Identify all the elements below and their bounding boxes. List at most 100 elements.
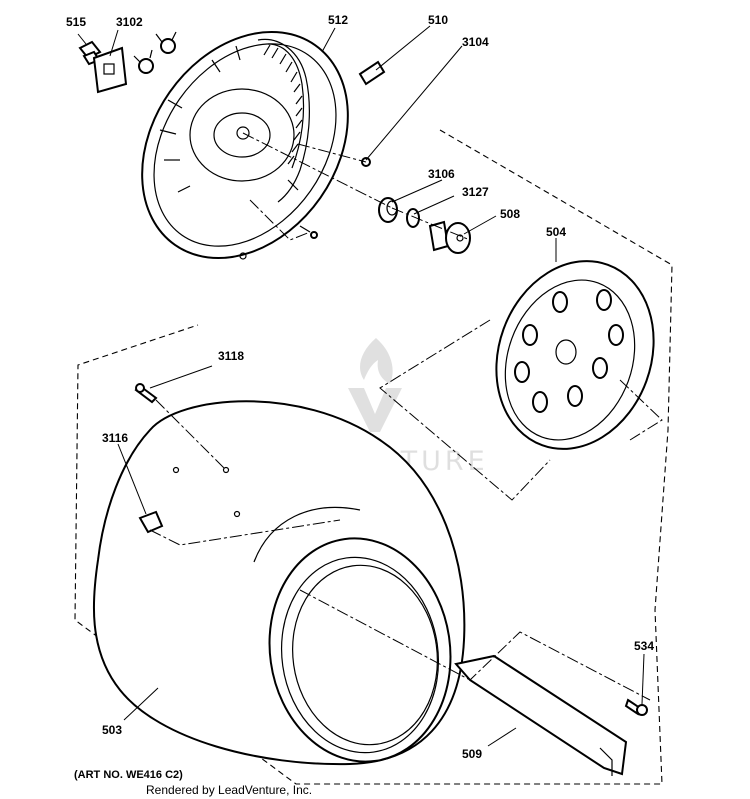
bulkhead-hub-ring <box>213 112 271 158</box>
drum-front-rim <box>268 537 452 763</box>
screw-3118-axis <box>155 399 227 471</box>
heater-coil-windings <box>263 44 303 165</box>
bearing-3106 <box>378 197 398 223</box>
art-number: (ART NO. WE416 C2) <box>74 769 183 781</box>
bulkhead-tab <box>235 45 241 61</box>
callout-3118: 3118 <box>218 349 244 363</box>
panel-hole <box>514 361 530 383</box>
leader-3118 <box>149 365 213 389</box>
panel-hole <box>592 357 608 379</box>
panel-hole <box>552 291 568 313</box>
leader-510 <box>375 25 431 71</box>
bracket-3116 <box>138 510 164 534</box>
panel-hole <box>522 324 538 346</box>
leader-3102 <box>109 29 119 57</box>
bulkhead-hub <box>236 126 250 140</box>
shaft-flange <box>445 222 471 254</box>
panel-inner <box>504 279 636 441</box>
baffle-end <box>599 747 613 776</box>
thermostat-upper-terminals <box>155 31 177 43</box>
bulkhead-inner-rim <box>153 43 337 247</box>
leader-503 <box>123 687 159 721</box>
screw-534 <box>624 698 648 716</box>
shaft-axis <box>242 132 393 209</box>
leader-534 <box>641 653 645 705</box>
drum-edge-line <box>253 506 361 563</box>
leader-508 <box>463 215 497 235</box>
shaft-axis-extension <box>391 207 471 241</box>
screw-3104-axis <box>297 143 367 163</box>
drum-hole <box>222 466 230 474</box>
bracket-window <box>103 63 115 75</box>
drum-rear-panel-504 <box>495 260 655 450</box>
callout-504: 504 <box>546 225 566 239</box>
screw-3118-head <box>135 383 145 393</box>
thermostat-515 <box>78 40 102 66</box>
baffle-align-line <box>299 589 651 701</box>
rendered-by: Rendered by LeadVenture, Inc. <box>146 783 312 797</box>
thermostat-pair <box>133 31 177 74</box>
callout-534: 534 <box>634 639 654 653</box>
screw-lower-head <box>310 231 318 239</box>
bulkhead-face-ring <box>189 88 295 182</box>
watermark-v-icon <box>348 388 402 432</box>
leader-3116 <box>117 443 147 515</box>
panel-align-line-right <box>619 379 663 441</box>
panel-hub <box>555 339 577 365</box>
screw-3104 <box>299 157 371 239</box>
callout-512: 512 <box>328 13 348 27</box>
callout-503: 503 <box>102 723 122 737</box>
heater-coil-inner <box>267 43 305 169</box>
callout-508: 508 <box>500 207 520 221</box>
screw-534-head <box>636 704 648 716</box>
rear-bulkhead-512 <box>141 30 349 260</box>
screw-3118 <box>134 383 158 404</box>
bulkhead-tab <box>211 59 221 73</box>
leader-3127 <box>413 195 455 215</box>
bracket-510-body <box>358 60 386 86</box>
bearing-bore <box>386 200 398 216</box>
leader-3104 <box>365 45 463 161</box>
screw-lower <box>299 225 311 233</box>
panel-hole <box>567 385 583 407</box>
callout-3102: 3102 <box>116 15 143 29</box>
thermostat-lower-terminals <box>133 49 153 63</box>
bulkhead-notch <box>239 252 247 260</box>
leader-512 <box>321 27 336 53</box>
callout-3106: 3106 <box>428 167 455 181</box>
callout-515: 515 <box>66 15 86 29</box>
shaft-hole <box>456 234 464 242</box>
thermostat-upper <box>160 38 176 54</box>
watermark-flame-icon <box>360 338 393 384</box>
leader-3106 <box>391 179 443 203</box>
drum-hole <box>233 510 241 518</box>
bulkhead-tab <box>159 129 177 135</box>
assembly-boundary <box>74 129 673 785</box>
drum-front-rim-inner <box>280 556 440 754</box>
panel-outer <box>495 260 655 450</box>
drum-opening <box>292 564 438 746</box>
bulkhead-tab <box>167 99 183 109</box>
panel-hole <box>608 324 624 346</box>
callout-3104: 3104 <box>462 35 489 49</box>
callout-510: 510 <box>428 13 448 27</box>
heater-coil <box>257 38 310 203</box>
bracket-plate <box>92 46 128 94</box>
panel-hole <box>596 289 612 311</box>
bracket-3102 <box>92 46 128 94</box>
screw-axis <box>249 199 311 241</box>
leader-509 <box>487 727 517 747</box>
leader-515 <box>77 33 87 45</box>
panel-align-line <box>379 319 551 501</box>
callout-509: 509 <box>462 747 482 761</box>
bracket-3116-axis <box>149 519 341 546</box>
bracket-510 <box>358 60 386 86</box>
shaft-508 <box>428 220 471 254</box>
bracket-3116-body <box>138 510 164 534</box>
drum-hole <box>172 466 180 474</box>
bulkhead-tab <box>177 185 191 193</box>
thermostat-lower <box>138 58 154 74</box>
panel-hole <box>532 391 548 413</box>
